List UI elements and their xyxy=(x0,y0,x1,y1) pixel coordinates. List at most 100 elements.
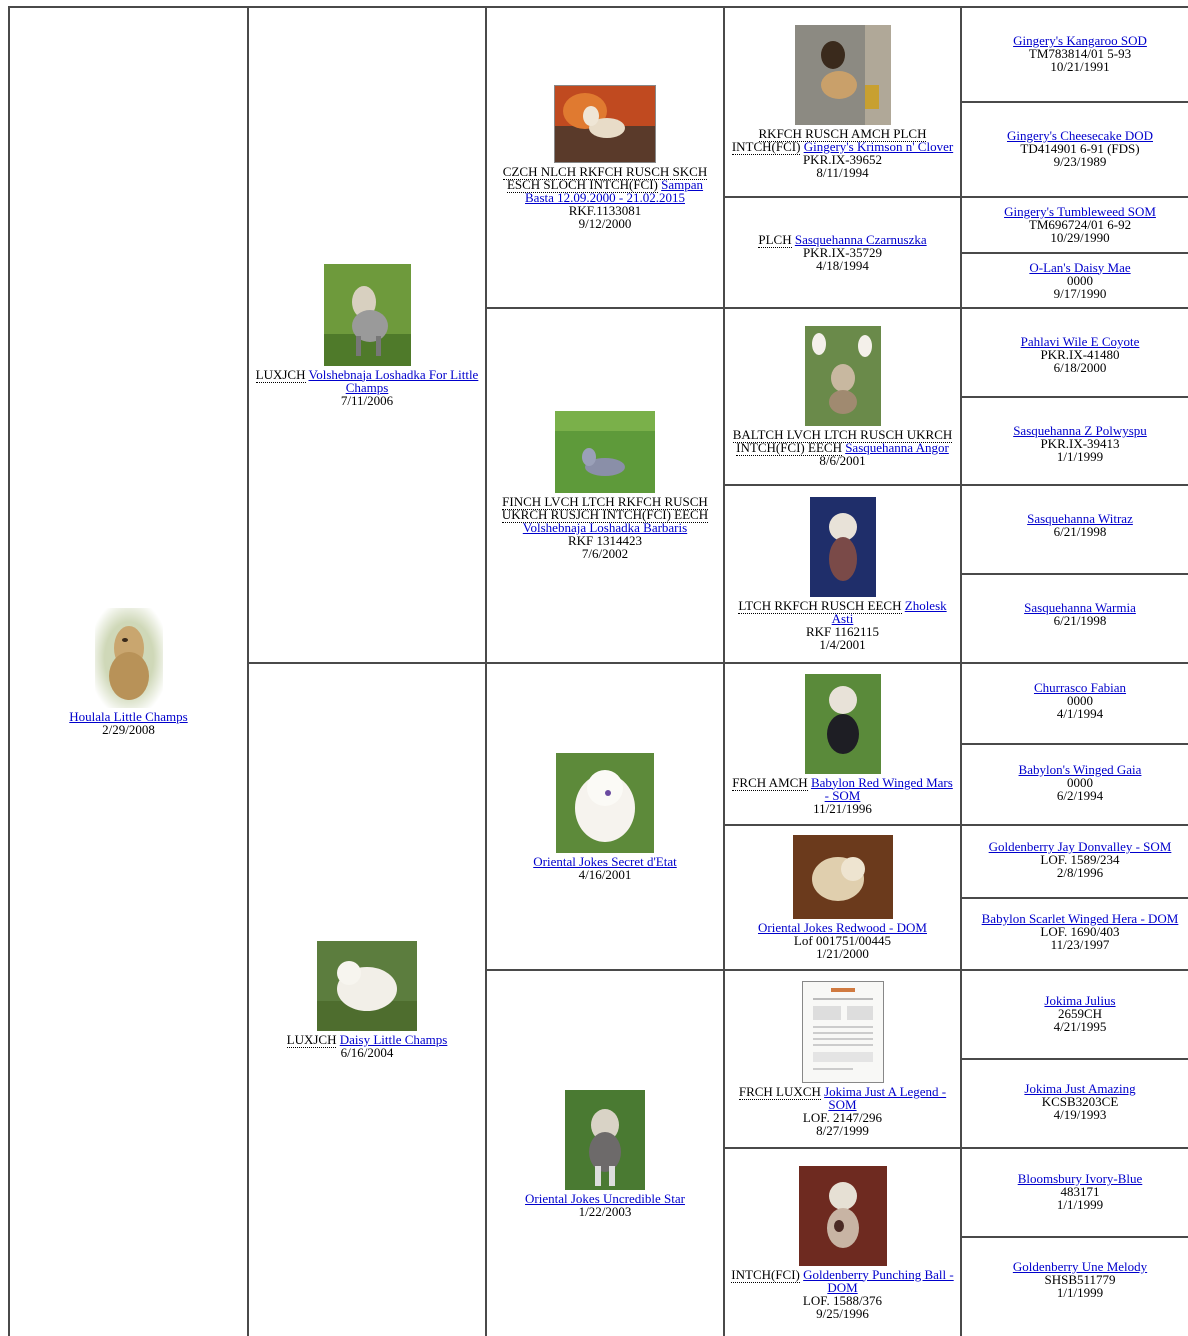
title-abbreviations: FRCH LUXCH xyxy=(738,1084,821,1100)
birth-date: 4/18/1994 xyxy=(816,258,869,273)
dog-link[interactable]: Goldenberry Jay Donvalley - SOM xyxy=(988,839,1172,854)
pedigree-cell-g3-6: Oriental Jokes Redwood - DOM Lof 001751/… xyxy=(723,824,960,969)
title-abbreviations: PLCH xyxy=(758,232,792,248)
dog-link[interactable]: Oriental Jokes Uncredible Star xyxy=(525,1190,685,1206)
dog-link[interactable]: Jokima Just Amazing xyxy=(1024,1081,1136,1096)
dog-link[interactable]: Volshebnaja Loshadka Barbaris xyxy=(522,520,688,535)
dog-link[interactable]: Pahlavi Wile E Coyote xyxy=(1020,334,1140,349)
birth-date: 9/23/1989 xyxy=(1053,154,1107,169)
pedigree-cell-g4-12: Babylon Scarlet Winged Hera - DOM LOF. 1… xyxy=(960,897,1188,969)
pedigree-cell-g3-8: INTCH(FCI) Goldenberry Punching Ball - D… xyxy=(723,1147,960,1336)
dog-link[interactable]: Sasquehanna Czarnuszka xyxy=(794,232,927,247)
dog-link[interactable]: Zholesk Asti xyxy=(831,598,947,626)
dog-link[interactable]: Sampan Basta 12.09.2000 - 21.02.2015 xyxy=(525,177,704,205)
birth-date: 6/16/2004 xyxy=(340,1045,394,1060)
title-abbreviations: LUXJCH xyxy=(255,366,306,383)
dog-photo xyxy=(792,835,893,919)
birth-date: 6/21/1998 xyxy=(1053,524,1107,539)
registration-number: KCSB3203CE xyxy=(1041,1094,1119,1109)
birth-date: 1/1/1999 xyxy=(1056,449,1104,464)
dog-link[interactable]: Babylon Red Winged Mars - SOM xyxy=(810,774,953,803)
dog-link[interactable]: Oriental Jokes Redwood - DOM xyxy=(758,920,927,935)
title-abbreviations: INTCH(FCI) xyxy=(731,1266,800,1283)
dog-link[interactable]: Churrasco Fabian xyxy=(1033,680,1127,695)
pedigree-table: Houlala Little Champs 2/29/2008 LUXJCH V… xyxy=(8,6,1188,1336)
birth-date: 10/21/1991 xyxy=(1050,59,1110,74)
dog-link[interactable]: Daisy Little Champs xyxy=(339,1032,448,1047)
dog-link[interactable]: Babylon's Winged Gaia xyxy=(1018,762,1142,777)
pedigree-cell-g4-6: Sasquehanna Z Polwyspu PKR.IX-39413 1/1/… xyxy=(960,396,1188,484)
dog-link[interactable]: Babylon Scarlet Winged Hera - DOM xyxy=(981,911,1179,926)
dog-link[interactable]: Volshebnaja Loshadka For Little Champs xyxy=(308,366,479,395)
pedigree-cell-g4-4: O-Lan's Daisy Mae 0000 9/17/1990 xyxy=(960,252,1188,307)
dog-photo xyxy=(565,1089,645,1190)
birth-date: 2/8/1996 xyxy=(1056,865,1104,880)
birth-date: 11/21/1996 xyxy=(813,800,872,816)
birth-date: 8/27/1999 xyxy=(816,1123,869,1138)
pedigree-cell-g4-3: Gingery's Tumbleweed SOM TM696724/01 6-9… xyxy=(960,196,1188,252)
birth-date: 1/1/1999 xyxy=(1056,1285,1104,1300)
birth-date: 1/4/2001 xyxy=(819,637,866,652)
dog-link[interactable]: O-Lan's Daisy Mae xyxy=(1029,259,1131,275)
pedigree-cell-g2-2: FINCH LVCH LTCH RKFCH RUSCH UKRCH RUSJCH… xyxy=(485,307,723,662)
birth-date: 7/6/2002 xyxy=(581,546,629,561)
dog-photo xyxy=(94,608,163,708)
registration-number: 0000 xyxy=(1067,272,1093,288)
birth-date: 10/29/1990 xyxy=(1050,230,1110,245)
title-abbreviations: FRCH AMCH xyxy=(732,774,808,791)
title-abbreviations: RKFCH RUSCH AMCH PLCH INTCH(FCI) xyxy=(731,126,927,155)
dog-link[interactable]: Oriental Jokes Secret d'Etat xyxy=(533,853,677,869)
dog-link-subject[interactable]: Houlala Little Champs xyxy=(69,709,188,724)
dog-photo xyxy=(794,25,891,125)
pedigree-cell-g3-4: LTCH RKFCH RUSCH EECH Zholesk Asti RKF 1… xyxy=(723,484,960,662)
pedigree-cell-g3-3: BALTCH LVCH LTCH RUSCH UKRCH INTCH(FCI) … xyxy=(723,307,960,484)
title-abbreviations: LTCH RKFCH RUSCH EECH xyxy=(738,598,902,614)
dog-link[interactable]: Sasquehanna Witraz xyxy=(1027,511,1133,526)
registration-number: PKR.IX-39413 xyxy=(1040,436,1120,451)
dog-link[interactable]: Jokima Julius xyxy=(1044,993,1116,1008)
dog-link[interactable]: Gingery's Tumbleweed SOM xyxy=(1004,204,1156,219)
pedigree-cell-g4-11: Goldenberry Jay Donvalley - SOM LOF. 158… xyxy=(960,824,1188,897)
birth-date: 1/21/2000 xyxy=(816,946,869,961)
pedigree-cell-g2-1: CZCH NLCH RKFCH RUSCH SKCH ESCH SLOCH IN… xyxy=(485,6,723,307)
birth-date: 9/12/2000 xyxy=(578,216,632,231)
dog-link[interactable]: Jokima Just A Legend - SOM xyxy=(824,1084,947,1112)
registration-number: LOF. 1589/234 xyxy=(1040,852,1120,867)
registration-number: LOF. 2147/296 xyxy=(802,1110,883,1125)
birth-date: 8/6/2001 xyxy=(819,453,866,468)
pedigree-cell-g3-7: FRCH LUXCH Jokima Just A Legend - SOM LO… xyxy=(723,969,960,1147)
registration-number: RKF.1133081 xyxy=(568,203,642,218)
registration-number: PKR.IX-35729 xyxy=(802,245,883,260)
registration-number: TM783814/01 5-93 xyxy=(1028,46,1132,61)
registration-number: 0000 xyxy=(1067,775,1093,790)
dog-link[interactable]: Sasquehanna Angor xyxy=(845,440,949,455)
dog-photo xyxy=(323,263,411,366)
dog-link[interactable]: Sasquehanna Z Polwyspu xyxy=(1013,423,1147,438)
dog-link[interactable]: Goldenberry Punching Ball - DOM xyxy=(803,1266,954,1295)
dog-link[interactable]: Sasquehanna Warmia xyxy=(1024,600,1136,615)
registration-number: LOF. 1588/376 xyxy=(802,1292,883,1308)
pedigree-cell-subject: Houlala Little Champs 2/29/2008 xyxy=(8,6,247,1336)
pedigree-cell-g4-10: Babylon's Winged Gaia 0000 6/2/1994 xyxy=(960,743,1188,824)
dog-link[interactable]: Gingery's Krimson n' Clover xyxy=(803,139,954,154)
birth-date: 4/1/1994 xyxy=(1056,706,1104,721)
pedigree-cell-g3-5: FRCH AMCH Babylon Red Winged Mars - SOM … xyxy=(723,662,960,824)
dog-link[interactable]: Gingery's Kangaroo SOD xyxy=(1013,33,1147,48)
birth-date: 4/16/2001 xyxy=(578,866,632,882)
pedigree-cell-g4-5: Pahlavi Wile E Coyote PKR.IX-41480 6/18/… xyxy=(960,307,1188,396)
birth-date: 4/21/1995 xyxy=(1053,1019,1107,1034)
registration-number: RKF 1314423 xyxy=(567,533,643,548)
dog-photo xyxy=(556,752,654,853)
dog-link[interactable]: Bloomsbury Ivory-Blue xyxy=(1017,1171,1143,1186)
pedigree-cell-g2-4: Oriental Jokes Uncredible Star 1/22/2003 xyxy=(485,969,723,1336)
birth-date: 7/11/2006 xyxy=(340,392,394,408)
dog-link[interactable]: Goldenberry Une Melody xyxy=(1012,1259,1148,1274)
pedigree-cell-sire: LUXJCH Volshebnaja Loshadka For Little C… xyxy=(247,6,485,662)
pedigree-cell-g2-3: Oriental Jokes Secret d'Etat 4/16/2001 xyxy=(485,662,723,969)
birth-date: 6/2/1994 xyxy=(1056,788,1104,803)
pedigree-cell-dam: LUXJCH Daisy Little Champs 6/16/2004 xyxy=(247,662,485,1336)
birth-date: 6/21/1998 xyxy=(1053,613,1107,628)
registration-number: PKR.IX-41480 xyxy=(1040,347,1120,362)
dog-link[interactable]: Gingery's Cheesecake DOD xyxy=(1006,128,1153,143)
registration-number: 483171 xyxy=(1060,1184,1100,1199)
